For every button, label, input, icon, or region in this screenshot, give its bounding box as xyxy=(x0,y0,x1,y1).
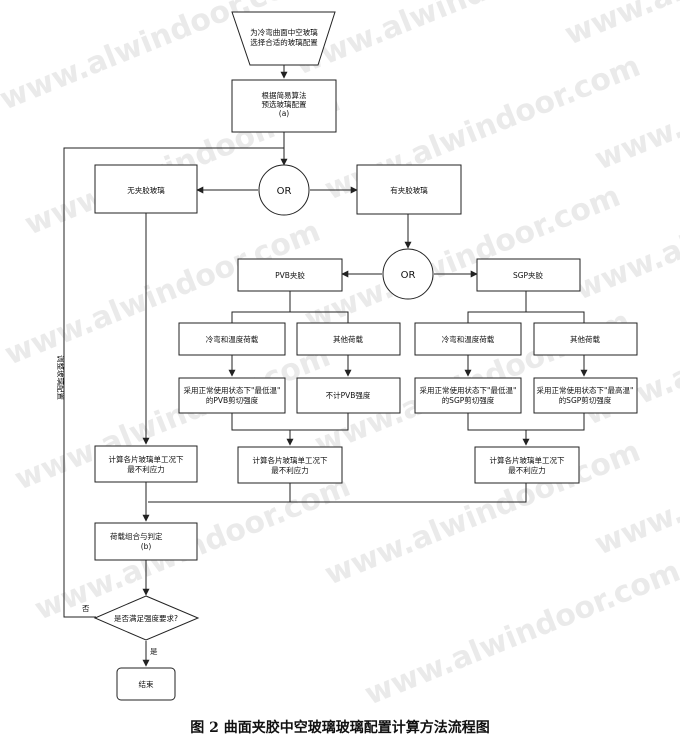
no-interlayer-node: 无夹胶玻璃 xyxy=(94,164,198,214)
end-label: 结束 xyxy=(139,679,154,689)
figure-caption: 图 2 曲面夹胶中空玻璃玻璃配置计算方法流程图 xyxy=(190,720,490,736)
preselect-label-line-1: 根据简易算法 xyxy=(262,90,307,100)
calc-sgp-node: 计算各片玻璃单工况下 最不利应力 xyxy=(474,446,580,484)
start-label-line-2: 选择合适的玻璃配置 xyxy=(250,37,318,47)
or2-label: OR xyxy=(401,270,416,281)
watermark: www.alwindoor.com xyxy=(570,149,680,308)
combine-label-line-1: 荷载组合与判定 xyxy=(110,531,163,541)
sgp-min-temp-label-line-1: 采用正常使用状态下"最低温" xyxy=(420,385,517,395)
pvb-cold-temp-node: 冷弯和温度荷载 xyxy=(178,322,286,356)
edge-labels: 调整玻璃配置 否 是 xyxy=(56,355,158,656)
pvb-node: PVB夹胶 xyxy=(237,258,343,292)
pvb-cold-temp-label: 冷弯和温度荷载 xyxy=(206,334,259,344)
decision-node: 是否满足强度要求? xyxy=(93,595,200,641)
start-label-line-1: 为冷弯曲面中空玻璃 xyxy=(250,27,318,37)
preselect-label-line-3: (a) xyxy=(279,109,290,118)
sgp-other-node: 其他荷载 xyxy=(533,322,638,356)
pvb-ignore-node: 不计PVB强度 xyxy=(296,377,401,414)
edge-sgp-split xyxy=(467,311,585,323)
with-interlayer-node: 有夹胶玻璃 xyxy=(356,164,462,215)
calc-pvb-label-line-1: 计算各片玻璃单工况下 xyxy=(253,455,328,465)
combine-label-line-2: (b) xyxy=(141,542,152,551)
or2-node: OR xyxy=(382,248,434,300)
sgp-cold-temp-node: 冷弯和温度荷载 xyxy=(414,322,522,356)
edges xyxy=(63,65,588,667)
edge-decision-no-loop xyxy=(63,147,284,618)
sgp-min-temp-label-line-2: 的SGP剪切强度 xyxy=(442,395,495,405)
edge-label-no: 否 xyxy=(82,604,90,613)
calc-sgp-label-line-2: 最不利应力 xyxy=(508,465,546,475)
sgp-node: SGP夹胶 xyxy=(476,258,581,292)
calc-no-label-line-2: 最不利应力 xyxy=(127,464,165,474)
with-interlayer-label: 有夹胶玻璃 xyxy=(390,185,428,195)
start-node: 为冷弯曲面中空玻璃 选择合适的玻璃配置 xyxy=(231,11,336,66)
preselect-node: 根据简易算法 预选玻璃配置 (a) xyxy=(231,79,337,133)
watermark: www.alwindoor.com xyxy=(360,554,680,713)
watermark: www.alwindoor.com xyxy=(300,179,625,338)
sgp-min-temp-node: 采用正常使用状态下"最低温" 的SGP剪切强度 xyxy=(414,377,522,414)
sgp-max-temp-node: 采用正常使用状态下"最高温" 的SGP剪切强度 xyxy=(533,377,638,414)
calc-sgp-label-line-1: 计算各片玻璃单工况下 xyxy=(490,455,565,465)
calc-no-interlayer-node: 计算各片玻璃单工况下 最不利应力 xyxy=(94,445,198,483)
watermark-layer: www.alwindoor.com www.alwindoor.com www.… xyxy=(0,0,680,712)
calc-no-label-line-1: 计算各片玻璃单工况下 xyxy=(109,454,184,464)
pvb-other-label: 其他荷载 xyxy=(333,334,363,344)
sgp-max-temp-label-line-2: 的SGP剪切强度 xyxy=(559,395,612,405)
pvb-min-temp-node: 采用正常使用状态下"最低温" 的PVB剪切强度 xyxy=(178,377,286,414)
sgp-label: SGP夹胶 xyxy=(513,270,544,280)
watermark: www.alwindoor.com xyxy=(560,0,680,52)
pvb-min-temp-label-line-2: 的PVB剪切强度 xyxy=(206,395,259,405)
or1-node: OR xyxy=(258,164,310,216)
calc-pvb-label-line-2: 最不利应力 xyxy=(271,465,309,475)
pvb-other-node: 其他荷载 xyxy=(296,322,401,356)
nodes: 为冷弯曲面中空玻璃 选择合适的玻璃配置 根据简易算法 预选玻璃配置 (a) OR… xyxy=(93,11,638,701)
edge-label-yes: 是 xyxy=(150,647,158,656)
sgp-cold-temp-label: 冷弯和温度荷载 xyxy=(442,334,495,344)
sgp-max-temp-label-line-1: 采用正常使用状态下"最高温" xyxy=(537,385,634,395)
pvb-min-temp-label-line-1: 采用正常使用状态下"最低温" xyxy=(184,385,281,395)
or1-label: OR xyxy=(277,186,292,197)
no-interlayer-label: 无夹胶玻璃 xyxy=(127,185,165,195)
edge-calc-sgp-to-combine xyxy=(290,483,527,503)
decision-label: 是否满足强度要求? xyxy=(114,613,178,623)
combine-node: 荷载组合与判定 (b) xyxy=(94,522,198,561)
sgp-other-label: 其他荷载 xyxy=(570,334,600,344)
pvb-label: PVB夹胶 xyxy=(275,270,305,280)
pvb-ignore-label: 不计PVB强度 xyxy=(326,390,371,400)
edge-sgp-merge xyxy=(467,413,585,431)
end-node: 结束 xyxy=(116,667,176,701)
watermark: www.alwindoor.com xyxy=(290,0,615,82)
preselect-label-line-2: 预选玻璃配置 xyxy=(262,99,307,109)
calc-pvb-node: 计算各片玻璃单工况下 最不利应力 xyxy=(237,446,343,484)
edge-label-loop: 调整玻璃配置 xyxy=(56,355,66,400)
